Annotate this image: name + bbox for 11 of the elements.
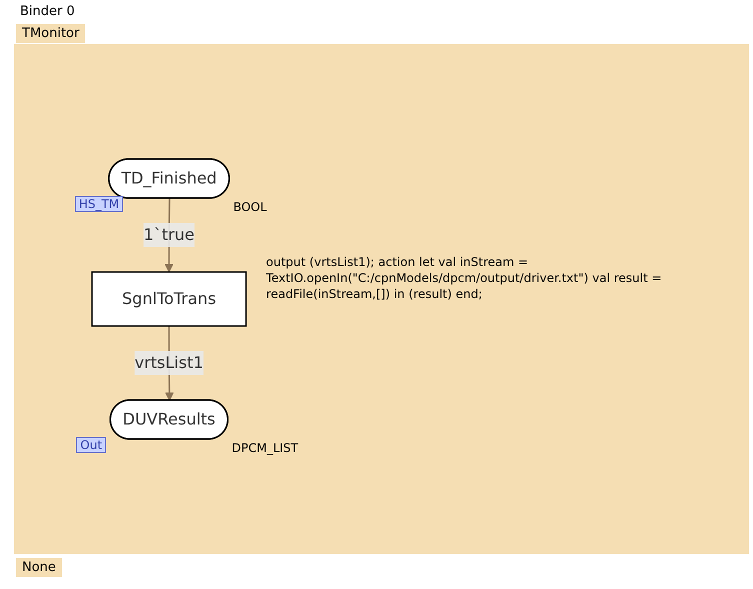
- edge-label: 1`true: [144, 225, 195, 244]
- edge-label: vrtsList1: [134, 353, 204, 372]
- port-tag: Out: [76, 437, 106, 453]
- type-label: DPCM_LIST: [232, 441, 298, 455]
- code-annotation: output (vrtsList1); action let val inStream = TextIO.openIn("C:/cpnModels/dpcm/output/driver.txt") val result = readFile(inStream,[]) in (result) end;: [266, 254, 663, 302]
- window-title: Binder 0: [20, 4, 75, 19]
- tab-label: TMonitor: [16, 24, 86, 43]
- type-label: BOOL: [233, 200, 267, 214]
- tab-label: None: [16, 558, 62, 577]
- node-box: SgnlToTrans: [91, 271, 247, 327]
- port-tag: HS_TM: [74, 196, 124, 212]
